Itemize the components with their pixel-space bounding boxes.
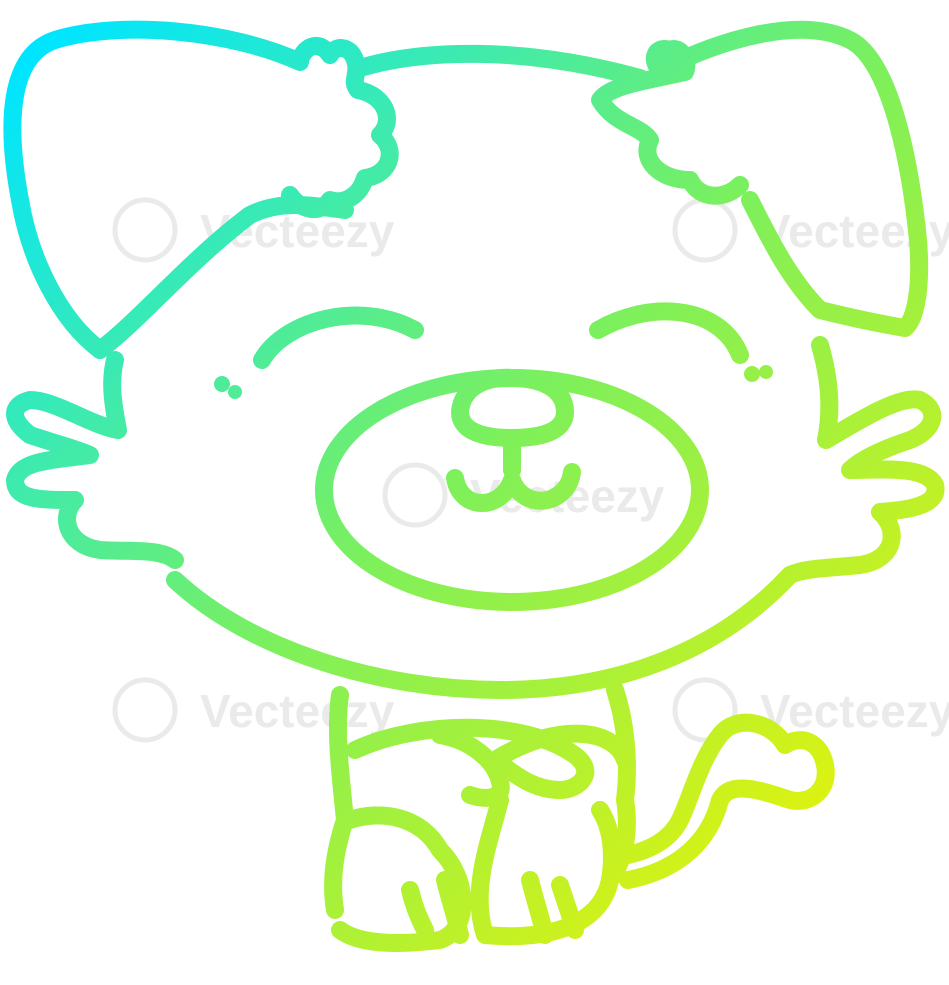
body-left (324, 686, 354, 919)
left-freckles (214, 376, 242, 399)
watermark-logo-icon (672, 197, 738, 263)
smile (446, 463, 581, 512)
tail (619, 713, 835, 889)
head-right-fur (781, 336, 945, 584)
right-paw-toes (521, 871, 584, 944)
right-ear-tuft (591, 40, 749, 205)
nose (451, 368, 574, 447)
head-left-fur (6, 351, 184, 569)
watermark-text: Vecteezy (760, 685, 949, 737)
left-ear-tuft (281, 37, 399, 218)
front-paws-crossed (346, 718, 634, 807)
left-closed-eye (253, 306, 424, 369)
watermark-logo-icon (112, 677, 178, 743)
right-ear-outline (651, 20, 929, 337)
right-freckles (744, 365, 773, 382)
watermark-logo-icon (672, 677, 738, 743)
head-bottom-outline (166, 566, 799, 699)
left-ear-outline (3, 20, 354, 359)
left-leg (331, 806, 472, 952)
head-top-outline (351, 44, 649, 87)
watermark-5: Vecteezy (672, 677, 949, 743)
watermark-logo-icon (382, 462, 448, 528)
left-paw-toes (401, 871, 469, 944)
watermark-4: Vecteezy (112, 677, 395, 743)
watermark-layer: Vecteezy Vecteezy Vecteezy Vecteezy Vect… (112, 197, 949, 743)
watermark-logo-icon (112, 197, 178, 263)
watermark-text: Vecteezy (200, 685, 395, 737)
right-closed-eye (589, 302, 749, 364)
